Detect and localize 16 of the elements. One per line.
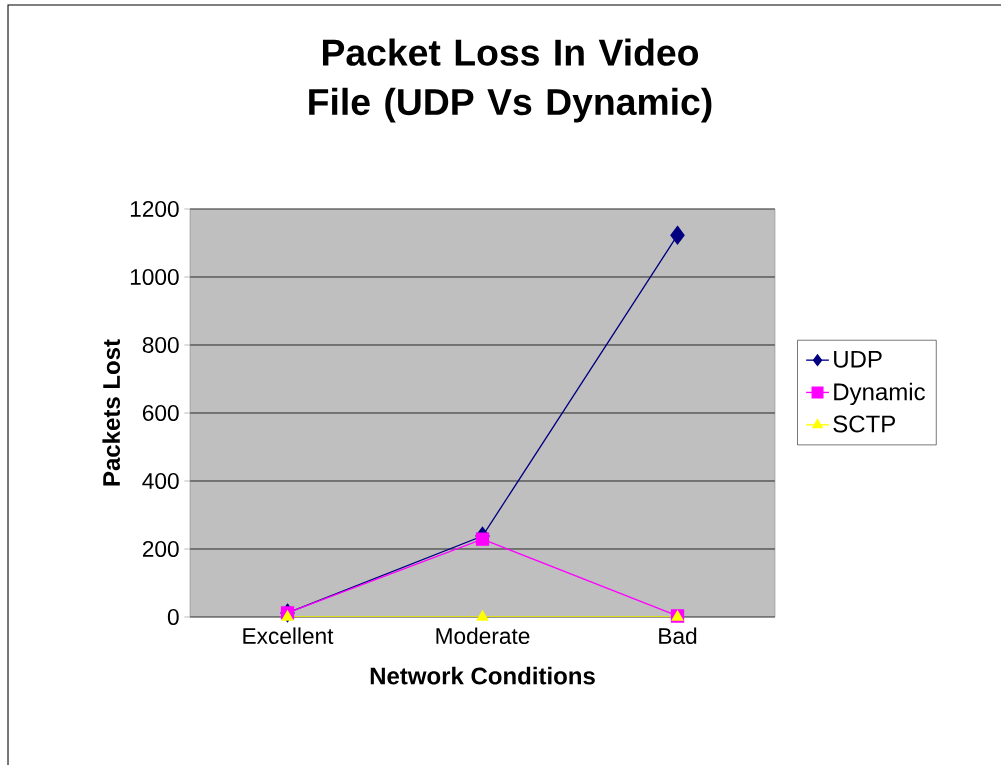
y-tick-label: 0 (167, 608, 179, 626)
legend-label: UDP (834, 350, 882, 368)
y-tick-label: 600 (142, 404, 179, 422)
y-tick-label: 200 (142, 540, 179, 558)
y-tick-label: 400 (142, 472, 179, 490)
y-tick-label: 800 (142, 336, 179, 354)
x-tick-label: Moderate (436, 627, 530, 645)
legend-label: Dynamic (834, 382, 925, 406)
x-tick-label: Excellent (243, 627, 334, 645)
chart-title: Packet Loss In Video File (UDP Vs Dynamic) (309, 38, 712, 123)
x-axis-title: Network Conditions (370, 666, 595, 685)
y-tick-label: 1000 (130, 268, 179, 286)
legend-label: SCTP (833, 415, 895, 433)
x-tick-label: Bad (659, 627, 697, 645)
y-tick-label: 1200 (130, 200, 179, 218)
y-axis-title: Packets Lost (102, 339, 121, 486)
